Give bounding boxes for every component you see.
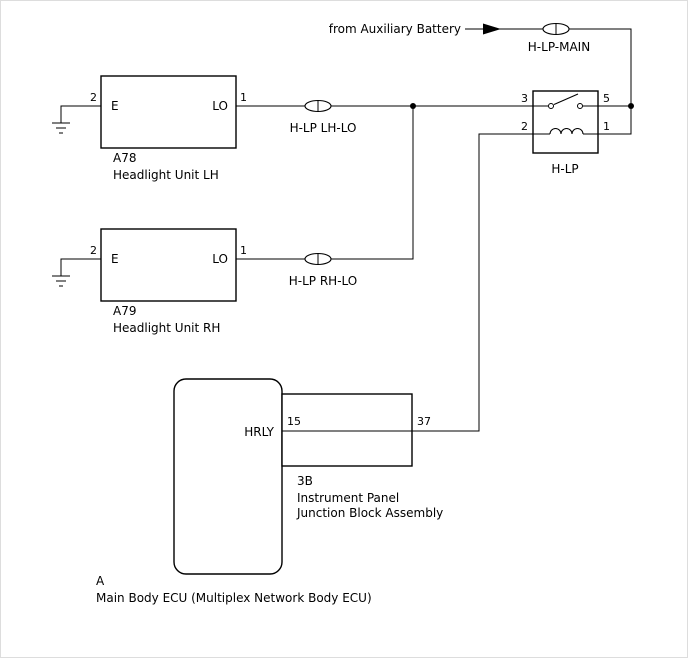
headlight-lh-terminal-e-label: E [111,99,119,113]
ecu-code: A [96,574,105,588]
relay-switch-icon [533,93,598,109]
ground-icon-lh [52,122,70,134]
relay-pin-2-label: 2 [521,120,528,133]
headlight-lh-pin-1-label: 1 [240,91,247,104]
headlight-rh-pin-2-label: 2 [90,244,97,257]
relay-pin-3-label: 3 [521,92,528,105]
ecu-name: Main Body ECU (Multiplex Network Body EC… [96,591,372,605]
relay-pin-1-label: 1 [603,120,610,133]
relay-pin-5-label: 5 [603,92,610,105]
junction-block-name-line2: Junction Block Assembly [296,506,443,520]
junction-block-box [281,393,413,467]
headlight-rh-terminal-lo-label: LO [212,252,228,266]
flow-arrow-icon [483,23,501,35]
relay-label: H-LP [551,162,578,176]
fuse-rh-lo-icon [304,252,332,266]
junction-dot-lo [410,103,416,109]
headlight-lh-box [100,75,237,149]
headlight-lh-code: A78 [113,151,136,165]
headlight-rh-pin-1-label: 1 [240,244,247,257]
headlight-rh-box [100,228,237,302]
junction-dot-battery [628,103,634,109]
headlight-lh-name: Headlight Unit LH [113,168,219,182]
wire-lh-ground [60,105,101,123]
headlight-lh-terminal-lo-label: LO [212,99,228,113]
fuse-main-icon [542,22,570,36]
fuse-main-label: H-LP-MAIN [528,40,590,54]
junction-block-name-line1: Instrument Panel [297,491,399,505]
wire-rh-ground [60,258,101,276]
headlight-rh-code: A79 [113,304,136,318]
ecu-box [173,378,283,575]
wire-relay-pin2-to-hrly [282,133,533,432]
wire-rh-lo [236,106,414,260]
junction-block-pin-15-label: 15 [287,415,301,428]
headlight-rh-terminal-e-label: E [111,252,119,266]
power-source-label: from Auxiliary Battery [329,22,461,36]
fuse-rh-label: H-LP RH-LO [289,274,357,288]
fuse-lh-lo-icon [304,99,332,113]
relay-coil-icon [533,128,598,135]
relay-box [532,90,599,154]
junction-block-pin-37-label: 37 [417,415,431,428]
headlight-lh-pin-2-label: 2 [90,91,97,104]
headlight-rh-name: Headlight Unit RH [113,321,220,335]
ecu-pin-hrly-label: HRLY [244,425,274,439]
junction-block-code: 3B [297,474,313,488]
fuse-lh-label: H-LP LH-LO [290,121,357,135]
ground-icon-rh [52,275,70,287]
